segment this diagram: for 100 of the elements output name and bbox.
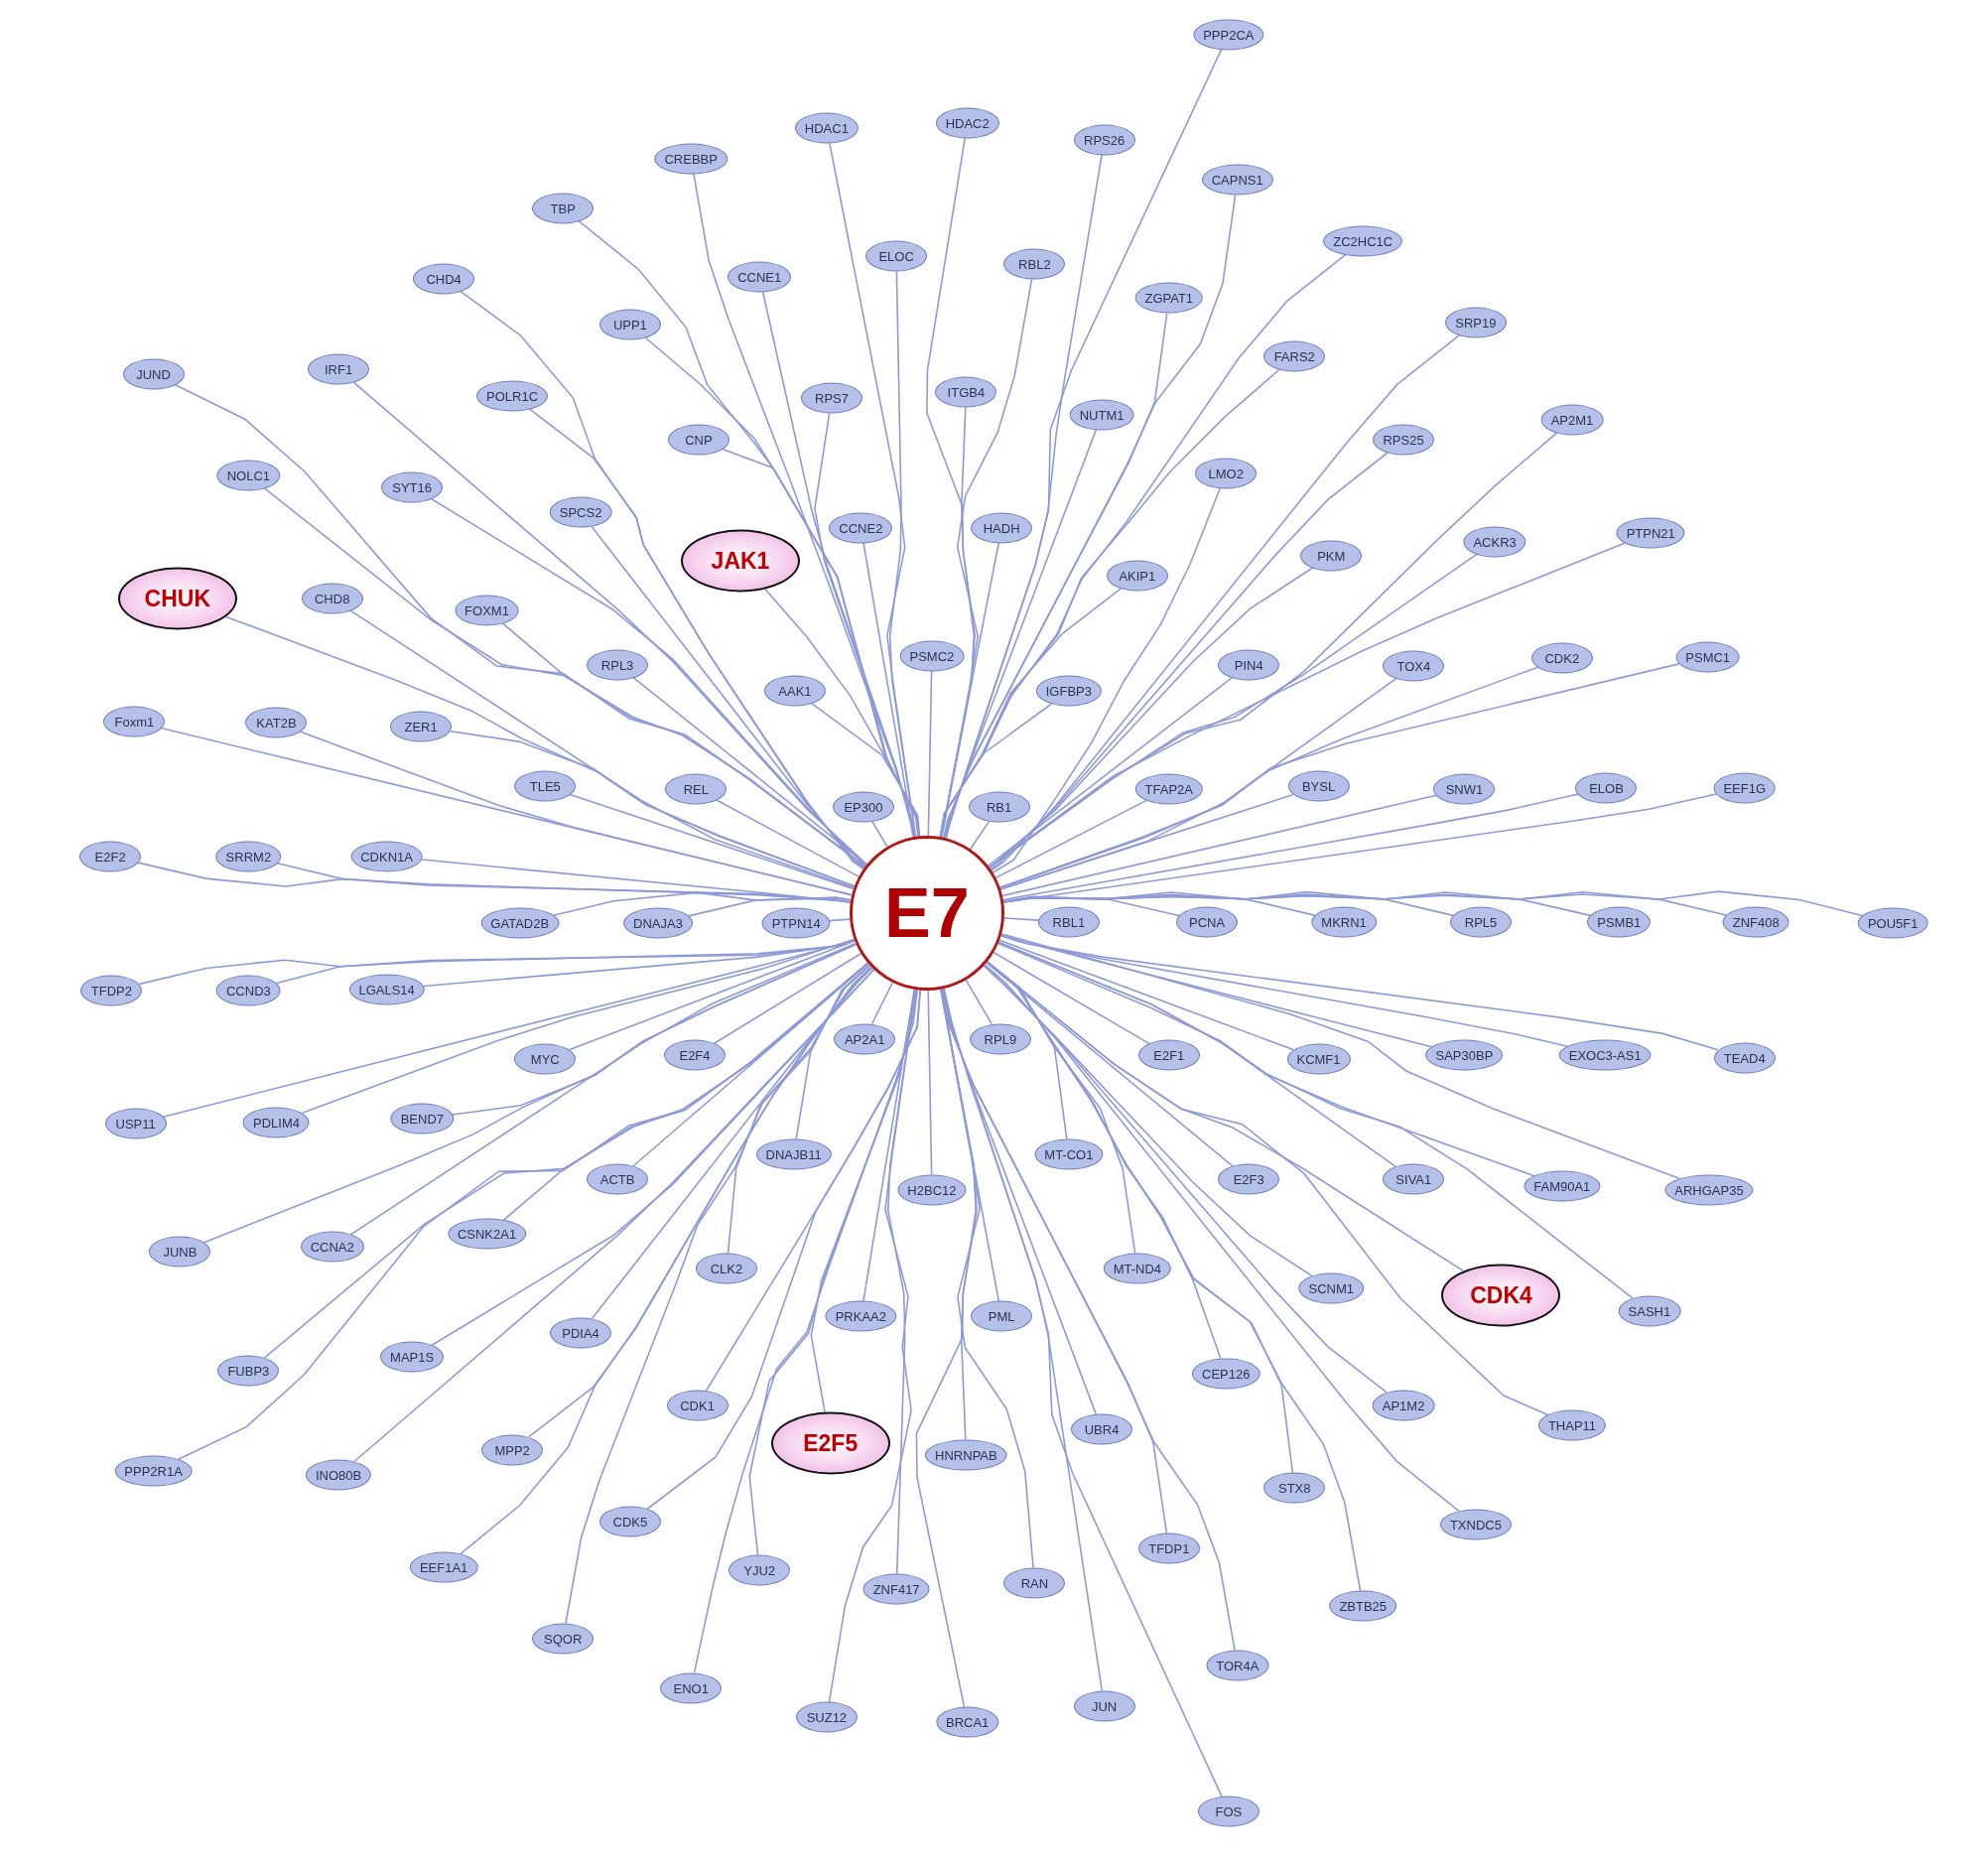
gene-node: IRF1 xyxy=(308,353,370,385)
interaction-line xyxy=(693,989,919,1674)
gene-node: UBR4 xyxy=(1071,1413,1133,1445)
gene-node: HDAC1 xyxy=(794,112,859,144)
interaction-line xyxy=(996,942,1534,1177)
gene-node: PDIA4 xyxy=(550,1317,612,1349)
gene-node: USP11 xyxy=(104,1108,167,1139)
gene-node: CHD4 xyxy=(413,263,475,295)
gene-node: CDKN1A xyxy=(350,841,423,872)
interaction-line xyxy=(591,967,873,1320)
gene-node: CLK2 xyxy=(695,1253,757,1284)
gene-node: MYC xyxy=(514,1043,577,1075)
gene-node: ZER1 xyxy=(390,711,453,742)
gene-node: PRKAA2 xyxy=(825,1300,896,1332)
interaction-line xyxy=(528,966,872,1438)
gene-node: STX8 xyxy=(1263,1472,1326,1504)
gene-node: ACKR3 xyxy=(1463,526,1526,558)
highlighted-gene-node: JAK1 xyxy=(681,529,800,593)
gene-node: PSMC2 xyxy=(899,640,965,672)
interaction-line xyxy=(999,793,1294,890)
gene-node: RPS25 xyxy=(1373,424,1435,456)
gene-node: ZGPAT1 xyxy=(1134,282,1204,314)
interaction-line xyxy=(862,989,915,1302)
gene-node: SYT16 xyxy=(381,471,444,503)
interaction-line xyxy=(349,942,857,1236)
interaction-line xyxy=(811,703,921,838)
gene-node: TEAD4 xyxy=(1713,1042,1776,1074)
gene-node: PPP2CA xyxy=(1193,19,1264,50)
gene-node: PPP2R1A xyxy=(114,1455,193,1487)
gene-node: ELOC xyxy=(865,240,928,272)
interaction-line xyxy=(716,799,860,877)
interaction-line xyxy=(632,677,867,866)
interaction-line xyxy=(927,670,933,837)
gene-node: RPS7 xyxy=(801,382,862,414)
gene-node: H2BC12 xyxy=(897,1174,967,1206)
interaction-line xyxy=(992,487,1222,874)
interaction-line xyxy=(940,542,999,839)
gene-node: GATAD2B xyxy=(480,907,560,939)
gene-node: TXNDC5 xyxy=(1439,1509,1512,1540)
gene-node: RPL5 xyxy=(1450,906,1512,938)
gene-node: ACTB xyxy=(587,1163,649,1195)
gene-node: ELOB xyxy=(1575,772,1638,804)
gene-node: EP300 xyxy=(832,791,894,823)
gene-node: ZNF417 xyxy=(862,1573,930,1605)
gene-node: KAT2B xyxy=(245,707,308,738)
gene-node: PIN4 xyxy=(1218,649,1280,681)
interaction-line xyxy=(945,154,1103,840)
gene-node: UPP1 xyxy=(598,309,661,340)
gene-node: ZBTB25 xyxy=(1329,1590,1397,1622)
gene-node: E2F4 xyxy=(664,1039,726,1071)
gene-node: LGALS14 xyxy=(348,974,425,1005)
gene-node: TOR4A xyxy=(1206,1650,1269,1681)
gene-node: DNAJA3 xyxy=(623,907,693,939)
interaction-line xyxy=(1001,793,1580,901)
interaction-line xyxy=(569,940,856,1051)
gene-node: PKM xyxy=(1300,540,1363,572)
gene-node: FARS2 xyxy=(1263,340,1326,372)
interaction-line xyxy=(421,859,852,903)
gene-node: E2F2 xyxy=(79,841,142,872)
gene-node: CCNE1 xyxy=(728,261,792,293)
gene-node: SRP19 xyxy=(1444,307,1507,338)
gene-node: ENO1 xyxy=(660,1672,723,1704)
gene-node: JUNB xyxy=(149,1236,211,1267)
interaction-line xyxy=(570,794,855,890)
gene-node: CDK1 xyxy=(666,1390,729,1421)
gene-node: CCNE2 xyxy=(829,512,893,544)
interaction-line xyxy=(993,951,1150,1045)
interaction-line xyxy=(450,730,856,887)
gene-node: AP2M1 xyxy=(1540,404,1604,436)
interaction-line xyxy=(203,943,858,1244)
interaction-line xyxy=(990,452,1389,870)
interaction-line xyxy=(713,953,862,1044)
interaction-line xyxy=(871,820,888,848)
gene-node: CAPNS1 xyxy=(1201,164,1273,196)
gene-node: KCMF1 xyxy=(1286,1043,1351,1075)
interaction-line xyxy=(870,982,893,1025)
interaction-line xyxy=(983,964,1388,1394)
interaction-line xyxy=(927,990,933,1175)
interaction-line xyxy=(997,941,1634,1299)
gene-node: JUND xyxy=(122,358,185,390)
gene-node: RBL1 xyxy=(1037,906,1100,938)
interaction-line xyxy=(988,567,1314,868)
gene-node: PCNA xyxy=(1176,906,1239,938)
gene-node: HNRNPAB xyxy=(925,1439,1007,1471)
gene-node: CSNK2A1 xyxy=(447,1218,527,1250)
interaction-line xyxy=(810,989,916,1413)
gene-node: E2F1 xyxy=(1137,1039,1200,1071)
interaction-line xyxy=(965,979,993,1025)
gene-node: JUN xyxy=(1073,1690,1135,1722)
highlighted-gene-node: CDK4 xyxy=(1441,1264,1561,1327)
gene-node: SUZ12 xyxy=(795,1701,858,1733)
gene-node: TOX4 xyxy=(1383,650,1445,682)
gene-node: TFAP2A xyxy=(1134,773,1203,805)
gene-node: ZNF408 xyxy=(1722,906,1789,938)
interaction-line xyxy=(991,333,1461,871)
interaction-line xyxy=(646,990,922,1511)
gene-node: AKIP1 xyxy=(1106,560,1168,592)
gene-node: POU5F1 xyxy=(1857,907,1928,939)
interaction-line xyxy=(431,497,867,867)
gene-node: THAP11 xyxy=(1537,1409,1607,1441)
